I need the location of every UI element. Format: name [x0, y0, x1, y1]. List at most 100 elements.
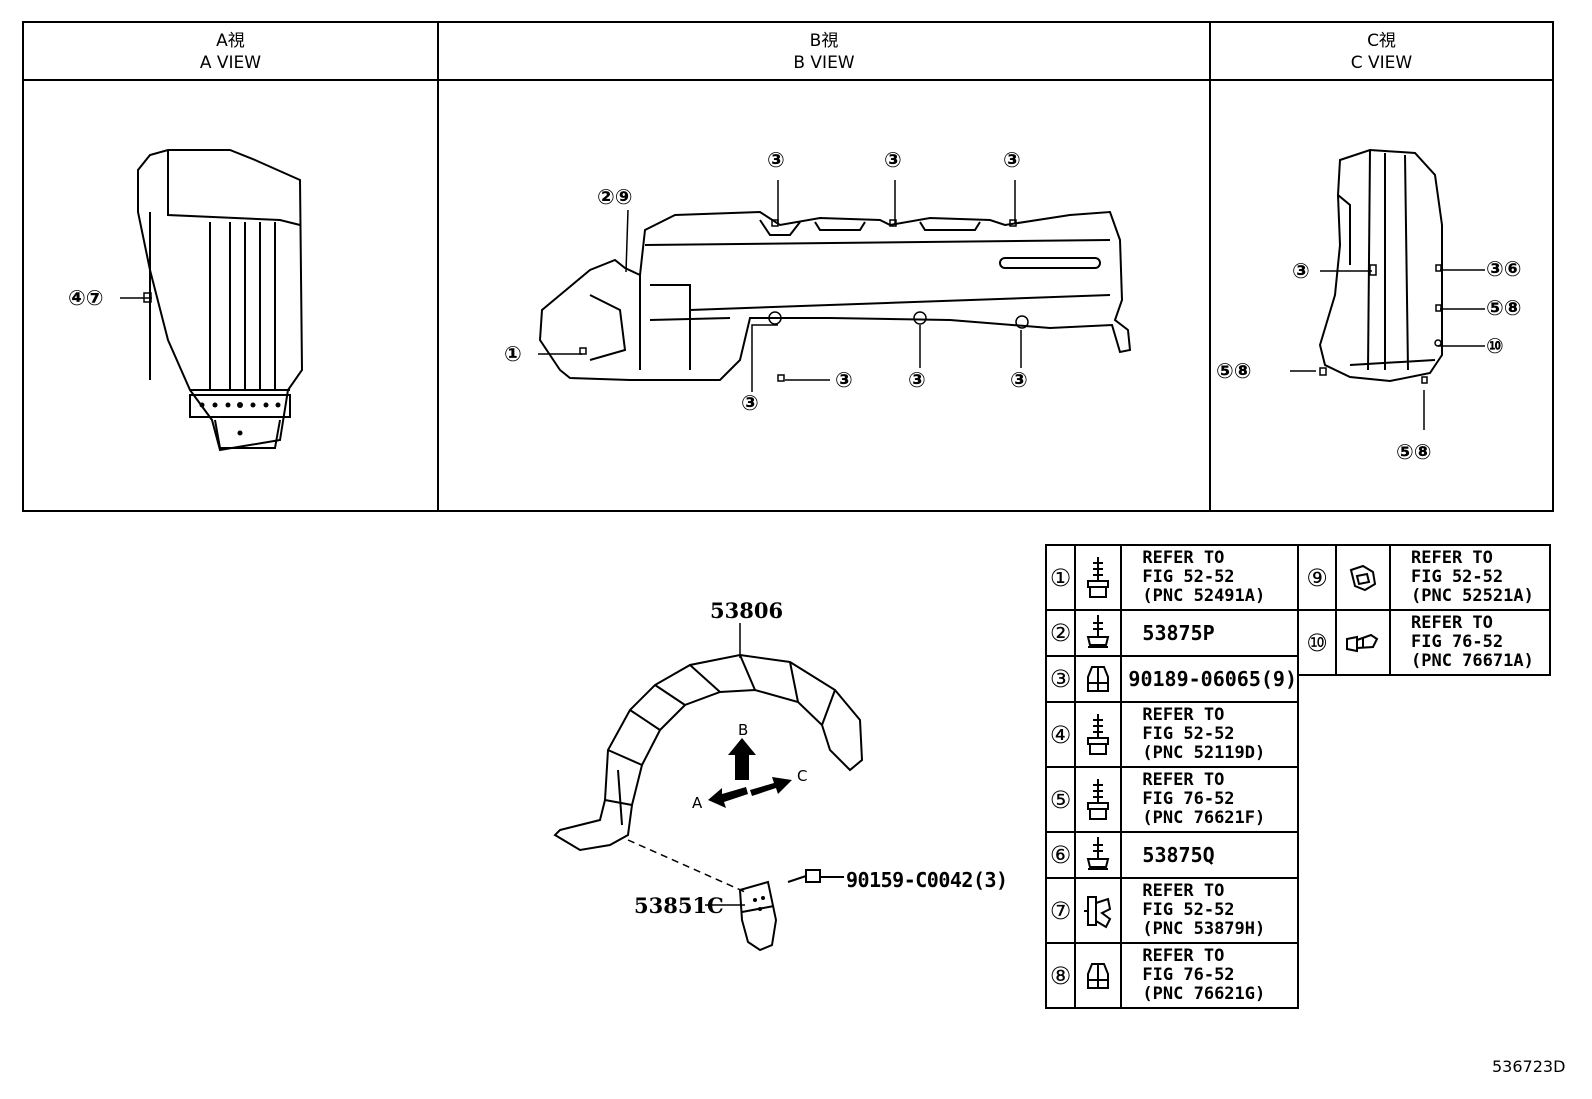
legend-line: FIG 76-52	[1142, 789, 1235, 809]
screw-icon	[1073, 609, 1123, 657]
legend-text: 90189-06065(9)	[1120, 655, 1299, 703]
clip-icon	[1335, 544, 1391, 611]
view-frame-b	[437, 21, 1213, 512]
bolt-icon	[1073, 766, 1123, 833]
callout-b-3-bottom-3: ③	[1010, 368, 1028, 392]
bolt-icon	[1073, 544, 1123, 611]
screw-icon	[1073, 831, 1123, 879]
legend-line: REFER TO	[1142, 946, 1225, 966]
view-a-en: A VIEW	[199, 53, 262, 73]
callout-b-3-top-1: ③	[767, 148, 785, 172]
view-b-jp: B視	[809, 31, 839, 51]
legend-num: ⑤	[1045, 766, 1076, 833]
legend-line: (PNC 53879H)	[1142, 919, 1266, 939]
nut-icon	[1073, 942, 1123, 1009]
view-c-jp: C視	[1367, 31, 1396, 51]
legend-line: FIG 76-52	[1142, 965, 1235, 985]
callout-c-58-bottom: ⑤⑧	[1396, 440, 1432, 464]
view-b-leaders	[538, 180, 1022, 392]
header-divider	[22, 79, 1554, 81]
legend-line: REFER TO	[1142, 705, 1225, 725]
part-label-liner: 53806	[710, 598, 784, 623]
view-frame-c	[1209, 21, 1554, 512]
view-b-drawing	[538, 210, 1132, 382]
legend-line: FIG 76-52	[1411, 632, 1504, 652]
callout-c-10: ⑩	[1486, 334, 1504, 358]
callout-b-3-bottom-2: ③	[908, 368, 926, 392]
arrow-label-a: A	[692, 794, 703, 812]
view-c-en: C VIEW	[1350, 53, 1413, 73]
legend-row-2: ② 53875P	[1045, 609, 1299, 657]
callout-b-29: ②⑨	[597, 185, 633, 209]
bolt-icon	[1073, 701, 1123, 768]
legend-text: 53875Q	[1120, 831, 1299, 879]
legend-line: FIG 52-52	[1142, 567, 1235, 587]
legend-num: ⑥	[1045, 831, 1076, 879]
callout-c-58-left: ⑤⑧	[1216, 359, 1252, 383]
callout-b-3-top-2: ③	[884, 148, 902, 172]
callout-b-3-bottom-1: ③	[835, 368, 853, 392]
callout-b-1: ①	[504, 342, 522, 366]
legend-num: ⑦	[1045, 877, 1076, 944]
legend-line: FIG 52-52	[1411, 567, 1504, 587]
legend-line: REFER TO	[1142, 770, 1225, 790]
callout-a-47: ④⑦	[68, 286, 104, 310]
legend-row-6: ⑥ 53875Q	[1045, 831, 1299, 879]
legend-line: REFER TO	[1142, 881, 1225, 901]
view-c-leaders	[1290, 269, 1485, 430]
legend-line: (PNC 76621G)	[1142, 984, 1266, 1004]
legend-num: ②	[1045, 609, 1076, 657]
legend-text: 53875P	[1120, 609, 1299, 657]
legend-num: ③	[1045, 655, 1076, 703]
arrow-label-b: B	[738, 721, 749, 739]
view-a-drawing	[120, 149, 304, 452]
callout-b-3-top-3: ③	[1003, 148, 1021, 172]
clip-icon	[1073, 877, 1123, 944]
callout-c-58-right: ⑤⑧	[1486, 296, 1522, 320]
view-b-header: B視 B VIEW	[439, 30, 1209, 74]
part-label-screw: 90159-C0042(3)	[846, 868, 1008, 892]
legend-line: (PNC 76671A)	[1411, 651, 1534, 671]
view-c-header: C視 C VIEW	[1211, 30, 1552, 74]
legend-line: (PNC 52119D)	[1142, 743, 1266, 763]
legend-line: (PNC 52521A)	[1411, 586, 1534, 606]
assembly-drawing	[553, 623, 864, 952]
figure-id: 536723D	[1492, 1057, 1566, 1076]
rivet-icon	[1335, 609, 1391, 676]
legend-line: (PNC 76621F)	[1142, 808, 1266, 828]
legend-num: ⑩	[1297, 609, 1337, 676]
callout-c-3: ③	[1292, 259, 1310, 283]
view-frame-a	[22, 21, 441, 512]
legend-num: ⑨	[1297, 544, 1337, 611]
legend-line: (PNC 52491A)	[1142, 586, 1266, 606]
legend-line: REFER TO	[1411, 548, 1493, 568]
legend-row-3: ③ 90189-06065(9)	[1045, 655, 1299, 703]
legend-line: REFER TO	[1411, 613, 1493, 633]
part-label-mudguard: 53851C	[634, 893, 724, 918]
legend-num: ①	[1045, 544, 1076, 611]
view-b-en: B VIEW	[793, 53, 855, 73]
view-a-header: A視 A VIEW	[24, 30, 437, 74]
arrow-label-c: C	[797, 767, 808, 785]
callout-b-3-bottom-4: ③	[741, 391, 759, 415]
legend-num: ⑧	[1045, 942, 1076, 1009]
legend-line: FIG 52-52	[1142, 900, 1235, 920]
legend-num: ④	[1045, 701, 1076, 768]
callout-c-36: ③⑥	[1486, 257, 1522, 281]
legend-line: FIG 52-52	[1142, 724, 1235, 744]
